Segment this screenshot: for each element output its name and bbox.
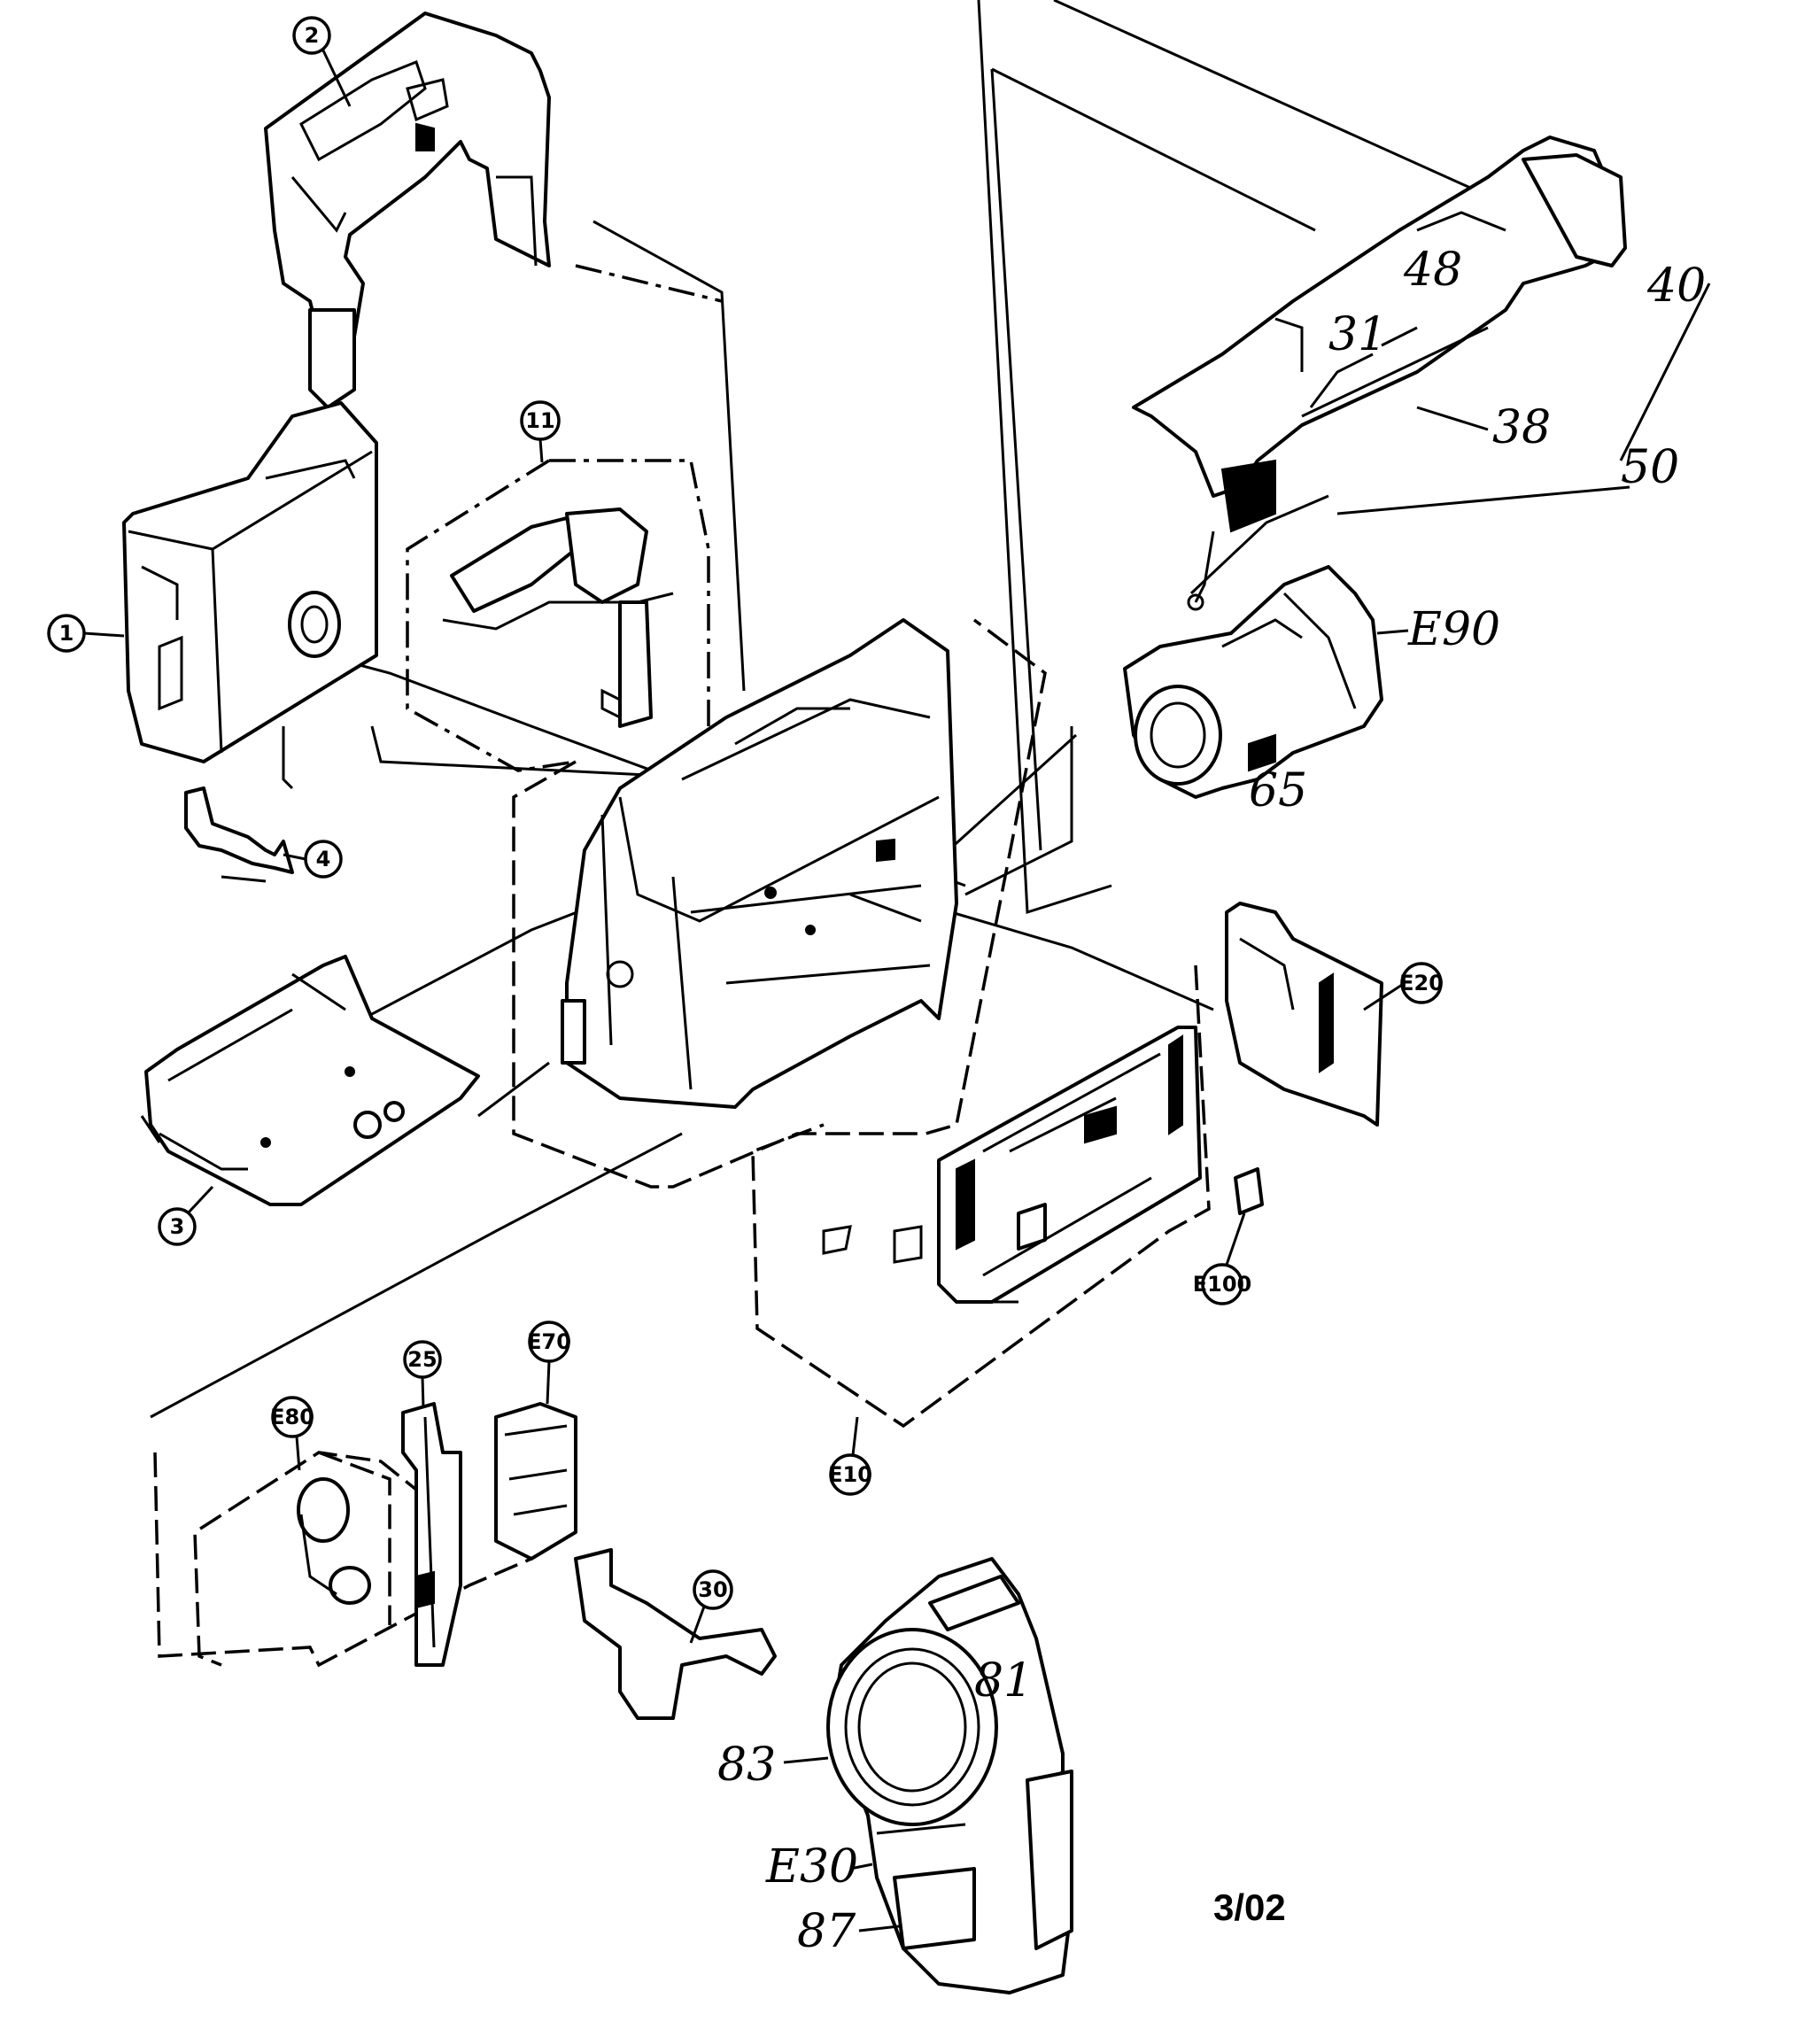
callout-30: 30 <box>689 1569 733 1644</box>
svg-text:50: 50 <box>1621 441 1679 494</box>
svg-text:38: 38 <box>1492 401 1551 454</box>
part-30-flex-cable <box>574 1548 777 1720</box>
svg-text:83: 83 <box>717 1739 776 1792</box>
svg-text:87: 87 <box>797 1905 856 1958</box>
callout-e20: E20 <box>1363 962 1444 1011</box>
part-4-bracket <box>184 786 294 883</box>
lens-unit <box>1123 565 1383 799</box>
callout-11: 11 <box>520 400 561 463</box>
callout-2: 2 <box>292 16 352 107</box>
svg-text:40: 40 <box>1646 259 1706 313</box>
label-31: 31 <box>1328 308 1387 361</box>
label-87: 87 <box>797 1905 900 1958</box>
svg-text:2: 2 <box>305 23 320 48</box>
callout-4: 4 <box>283 840 343 879</box>
svg-text:1: 1 <box>59 621 74 646</box>
svg-text:3: 3 <box>170 1214 185 1239</box>
dashed-group-boundaries <box>153 264 1211 1668</box>
label-83: 83 <box>717 1739 829 1792</box>
callout-e70: E70 <box>527 1321 571 1405</box>
label-38: 38 <box>1416 401 1551 454</box>
svg-text:E90: E90 <box>1407 603 1500 656</box>
svg-text:E30: E30 <box>765 1840 858 1894</box>
main-circuit-board <box>822 1026 1264 1304</box>
label-65: 65 <box>1249 764 1307 817</box>
svg-text:E100: E100 <box>1193 1272 1252 1297</box>
svg-text:65: 65 <box>1249 764 1307 817</box>
label-e90: E90 <box>1376 603 1500 656</box>
callout-e80: E80 <box>270 1396 314 1471</box>
date-code: 3/02 <box>1213 1886 1286 1928</box>
svg-text:48: 48 <box>1403 244 1462 297</box>
svg-text:11: 11 <box>525 408 554 433</box>
svg-text:E20: E20 <box>1399 971 1444 995</box>
svg-text:E10: E10 <box>828 1462 872 1487</box>
label-50: 50 <box>1621 441 1679 494</box>
part-e70-switch <box>494 1402 577 1561</box>
part-e20-board <box>1225 902 1383 1127</box>
main-chassis <box>561 618 958 1109</box>
label-48: 48 <box>1403 244 1462 297</box>
svg-text:E80: E80 <box>270 1405 314 1429</box>
label-e30: E30 <box>765 1840 873 1894</box>
svg-text:31: 31 <box>1328 308 1387 361</box>
svg-text:81: 81 <box>974 1654 1033 1708</box>
svg-text:3/02: 3/02 <box>1213 1886 1286 1928</box>
label-40: 40 <box>1646 259 1706 313</box>
part-e80-component <box>297 1477 371 1605</box>
callout-3: 3 <box>158 1185 214 1246</box>
svg-text:E70: E70 <box>527 1329 571 1354</box>
callout-1: 1 <box>47 614 125 653</box>
label-81: 81 <box>974 1654 1033 1708</box>
viewfinder-assembly <box>1132 136 1627 611</box>
part-25-flex <box>401 1402 462 1667</box>
callout-e10: E10 <box>828 1416 872 1496</box>
svg-text:4: 4 <box>316 847 331 871</box>
part-11-sub-assembly <box>442 507 674 728</box>
part-3-base-plate <box>144 955 480 1206</box>
svg-text:30: 30 <box>698 1577 727 1602</box>
part-2-top-cover <box>264 12 551 409</box>
svg-text:25: 25 <box>407 1347 437 1372</box>
part-1-cassette-housing <box>122 401 378 763</box>
callout-25: 25 <box>403 1340 442 1409</box>
callout-e100: E100 <box>1193 1212 1252 1305</box>
front-cover-assembly <box>826 1557 1073 1994</box>
